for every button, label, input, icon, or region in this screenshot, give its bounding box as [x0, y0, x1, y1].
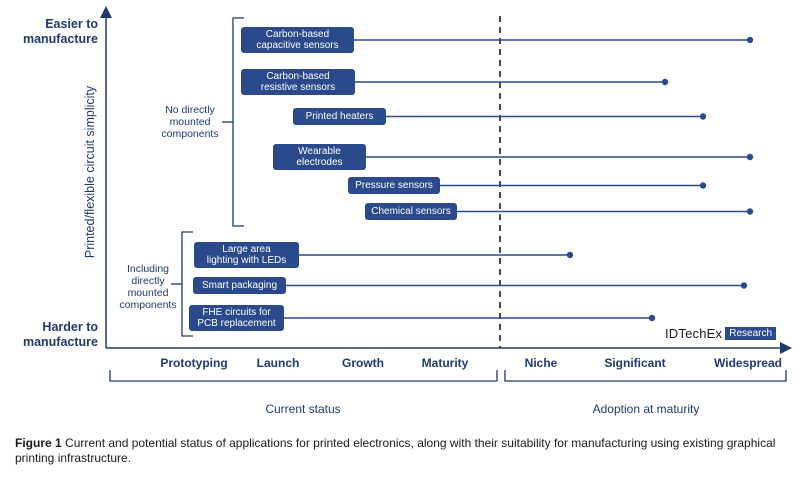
y-axis-bottom-label: Harder to manufacture [22, 320, 98, 349]
application-label-line: FHE circuits for [202, 306, 271, 318]
application-box: Smart packaging [193, 277, 286, 294]
application-label-line: capacitive sensors [256, 40, 339, 51]
application-endpoint [661, 78, 669, 86]
stage-launch: Launch [256, 356, 300, 370]
group-label-no-components: No directly mounted components [161, 104, 219, 140]
application-label: Pressure sensors [355, 180, 433, 192]
application-label-line: Carbon-based [266, 70, 330, 82]
stage-prototyping: Prototyping [160, 356, 228, 370]
application-label-line: electrodes [296, 157, 343, 168]
application-endpoint [699, 182, 707, 189]
y-axis-top-label: Easier to manufacture [22, 17, 98, 46]
application-label-line: Chemical sensors [371, 205, 451, 217]
application-endpoint [648, 314, 656, 322]
current-status-title: Current status [265, 402, 341, 416]
adoption-title: Adoption at maturity [592, 402, 700, 416]
stage-growth: Growth [342, 356, 384, 370]
y-axis-title: Printed/flexible circuit simplicity [83, 85, 97, 259]
application-endpoint [566, 251, 574, 259]
application-label-line: resistive sensors [260, 82, 336, 93]
application-box: Chemical sensors [365, 203, 457, 220]
application-label: Smart packaging [202, 280, 277, 292]
application-endpoint [746, 153, 754, 161]
adoption-widespread: Widespread [714, 356, 782, 370]
group-label-with-components: Including directly mounted components [119, 263, 177, 311]
adoption-bracket [504, 370, 787, 382]
logo-tag: Research [725, 327, 777, 340]
application-label: Chemical sensors [371, 206, 450, 218]
application-label-line: PCB replacement [197, 318, 276, 329]
application-label-line: lighting with LEDs [206, 255, 287, 266]
application-box: Pressure sensors [348, 177, 440, 194]
idtechex-logo: IDTechEx Research [665, 326, 777, 341]
adoption-significant: Significant [604, 356, 666, 370]
application-label-line: Pressure sensors [355, 179, 433, 191]
current-status-bracket [109, 370, 498, 382]
caption-text: Current and potential status of applicat… [15, 436, 776, 465]
logo-text: IDTechEx [665, 326, 723, 341]
application-label-line: Printed heaters [305, 110, 374, 122]
application-endpoint [746, 208, 754, 215]
stage-maturity: Maturity [421, 356, 469, 370]
application-endpoint [746, 36, 754, 44]
application-endpoint [699, 113, 707, 120]
caption-prefix: Figure 1 [15, 436, 62, 450]
application-endpoint [740, 282, 748, 289]
application-label-line: Smart packaging [201, 279, 278, 291]
figure-caption: Figure 1 Current and potential status of… [15, 436, 785, 466]
application-label-line: Wearable [298, 145, 341, 157]
application-label-line: Large area [222, 243, 271, 255]
application-box: Printed heaters [293, 108, 386, 125]
application-label: Printed heaters [306, 111, 374, 123]
adoption-niche: Niche [524, 356, 558, 370]
application-label-line: Carbon-based [265, 28, 330, 40]
